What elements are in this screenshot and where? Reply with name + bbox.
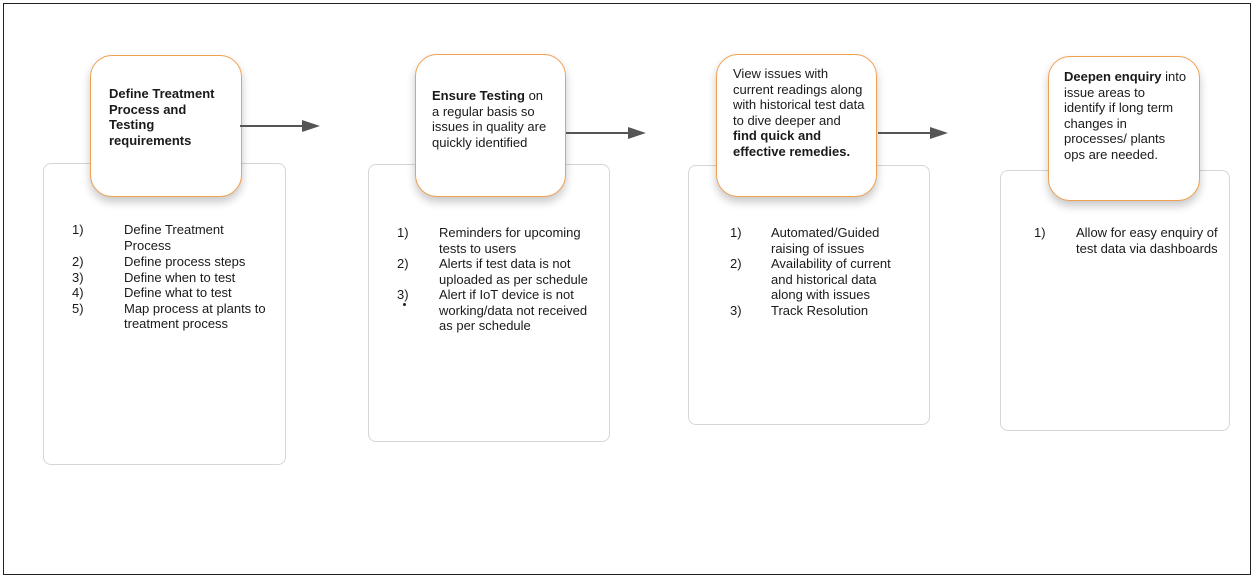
list-item: 3) Define when to test [72, 270, 272, 286]
step-3-list: 1) Automated/Guided raising of issues 2) A… [730, 225, 908, 318]
step-2-callout: Ensure Testing on a regular basis so iss… [415, 54, 566, 197]
step-4-callout: Deepen enquiry into issue areas to ident… [1048, 56, 1200, 201]
step-2-heading-bold: Ensure Testing [432, 88, 525, 103]
step-4-card [1000, 170, 1230, 431]
item-text: Allow for easy enquiry of test data via … [1076, 225, 1218, 256]
step-3-heading-text: View issues with current readings along … [733, 66, 865, 128]
step-2-heading-text: on a regular basis so issues in quality … [432, 88, 547, 150]
step-2-list: 1)Reminders for upcoming tests to users … [397, 225, 602, 334]
diagram-frame [3, 3, 1251, 575]
item-text: Track Resolution [771, 302, 869, 318]
arrow-2 [566, 127, 646, 139]
arrow-3 [878, 127, 948, 139]
item-number: 3) [72, 269, 84, 285]
list-item: 1) Allow for easy enquiry of test data vi… [1034, 225, 1220, 256]
item-text: Alert if IoT device is not working/data … [439, 287, 588, 333]
step-4-heading-bold: Deepen enquiry [1064, 69, 1162, 84]
item-number: 1) [72, 222, 84, 237]
item-number: 1) [1034, 225, 1046, 240]
item-text: Automated/Guided raising of issues [771, 225, 880, 256]
step-3-heading-bold: find quick and effective remedies. [733, 128, 851, 159]
item-text: Reminders for upcoming tests to users [439, 225, 581, 256]
step-4-heading-text: into issue areas to identify if long ter… [1064, 69, 1187, 162]
item-number: 2) [397, 256, 409, 271]
item-text: Define when to test [124, 269, 236, 285]
item-number: 5) [72, 300, 84, 316]
step-3-callout: View issues with current readings along … [716, 54, 877, 197]
item-text: Define process steps [124, 254, 246, 269]
list-item: 1) Automated/Guided raising of issues [730, 225, 908, 256]
list-item: 2) Availability of current and historical… [730, 256, 908, 303]
list-item: 3) Alert if IoT device is not working/dat… [397, 287, 602, 334]
step-1-heading: Define Treatment Process and Testing req… [109, 86, 215, 148]
stray-dot [403, 303, 406, 306]
list-item: 2) Define process steps [72, 254, 272, 270]
item-text: Define what to test [124, 285, 232, 300]
item-number: 1) [730, 225, 742, 240]
list-item: 1) Reminders for upcoming tests to users [397, 225, 602, 256]
item-text: Define Treatment Process [124, 222, 224, 253]
step-1-callout: Define Treatment Process and Testing req… [90, 55, 242, 197]
step-1-list: 1) Define Treatment Process 2) Define proc… [72, 222, 272, 332]
step-4-list: 1) Allow for easy enquiry of test data vi… [1034, 225, 1220, 256]
list-item: 5) Map process at plants to treatment pro… [72, 301, 272, 332]
list-item: 2) Alerts if test data is not uploaded as… [397, 256, 602, 287]
step-1-card [43, 163, 286, 465]
list-item: 1) Define Treatment Process [72, 222, 272, 253]
arrow-1 [240, 120, 320, 132]
item-number: 4) [72, 285, 84, 300]
item-text: Alerts if test data is not uploaded as p… [439, 256, 588, 287]
item-number: 3) [730, 302, 742, 318]
item-number: 1) [397, 225, 409, 240]
item-number: 2) [730, 256, 742, 271]
item-text: Availability of current and historical d… [771, 256, 891, 302]
item-number: 2) [72, 254, 84, 269]
item-number: 3) [397, 287, 409, 302]
list-item: 3) Track Resolution [730, 303, 908, 319]
item-text: Map process at plants to treatment proce… [124, 300, 266, 332]
step-2-card [368, 164, 610, 442]
list-item: 4) Define what to test [72, 285, 272, 301]
